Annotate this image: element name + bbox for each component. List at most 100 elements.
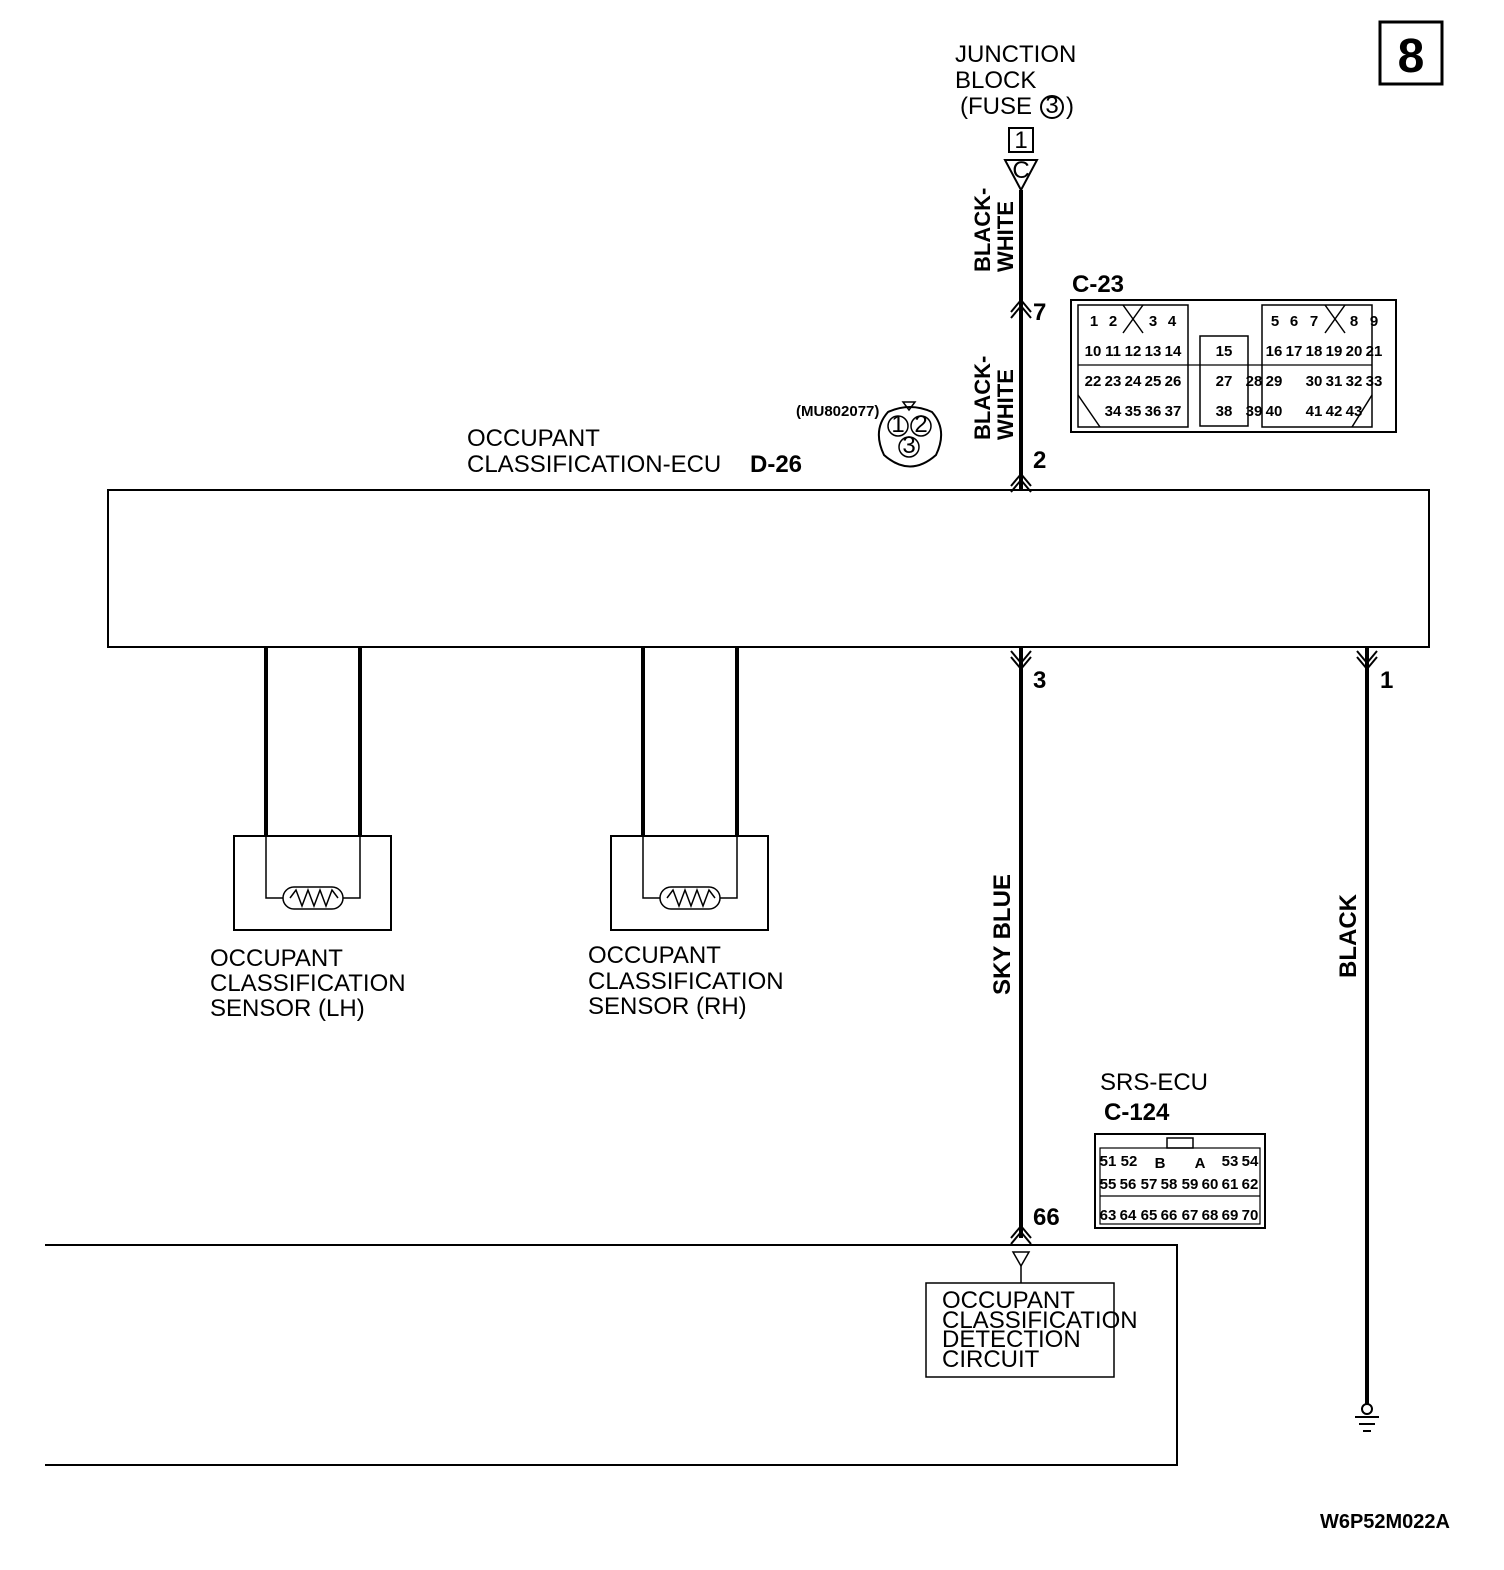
sensor-lh-label-2: CLASSIFICATION [210,970,406,997]
page-number: 8 [1398,30,1425,83]
c23-cavity: 35 [1125,403,1142,420]
srs-cavity: 56 [1120,1176,1137,1193]
srs-ecu-connector: SRS-ECU C-124 51 52 B A 53 54 55 56 57 5… [1094,1069,1266,1229]
c23-cavity: 26 [1165,373,1182,390]
c23-cavity: 22 [1085,373,1102,390]
srs-cavity: 63 [1100,1207,1117,1224]
ecu-connector: D-26 [750,451,802,478]
c23-cavity: 29 [1266,373,1283,390]
c23-cavity: 43 [1346,403,1363,420]
sensor-rh-label-2: CLASSIFICATION [588,968,784,995]
c23-cavity: 20 [1346,343,1363,360]
c23-cavity: 1 [1090,313,1098,330]
srs-cavity: 65 [1141,1207,1158,1224]
c23-cavity: 23 [1105,373,1122,390]
detection-circuit: OCCUPANT CLASSIFICATION DETECTION CIRCUI… [925,1251,1138,1378]
c23-cavity: 30 [1306,373,1323,390]
sensor-rh-label-1: OCCUPANT [588,942,721,969]
junction-block-label-1: JUNCTION [955,41,1076,68]
srs-cavity: 64 [1120,1207,1137,1224]
c23-label: C-23 [1072,271,1124,298]
c23-cavity: 8 [1350,313,1358,330]
c23-cavity: 2 [1109,313,1117,330]
srs-ecu-connector-label: C-124 [1104,1099,1170,1126]
c23-cavity: 14 [1165,343,1182,360]
srs-cavity: 58 [1161,1176,1178,1193]
srs-cavity: B [1155,1155,1166,1172]
c23-cavity: 28 [1246,373,1263,390]
ecu-box [107,489,1430,648]
pin-1: 1 [1380,667,1393,694]
srs-cavity: 61 [1222,1176,1239,1193]
c23-cavity: 3 [1149,313,1157,330]
c23-cavity: 12 [1125,343,1142,360]
c23-cavity: 7 [1310,313,1318,330]
srs-cavity: 67 [1182,1207,1199,1224]
srs-cavity: 70 [1242,1207,1259,1224]
junction-block: JUNCTION BLOCK (FUSE 3 ) 1 C [955,41,1076,193]
ground-icon [1361,1403,1373,1415]
ecu-mini-connector: 1 2 3 [877,401,943,468]
srs-cavity: 60 [1202,1176,1219,1193]
sensor-rh-label-3: SENSOR (RH) [588,993,747,1020]
c23-cavity: 39 [1246,403,1263,420]
detection-label-2: CLASSIFICATION [942,1307,1138,1334]
mini-pin: 2 [914,411,927,438]
srs-ecu-label: SRS-ECU [1100,1069,1208,1096]
c23-cavity: 16 [1266,343,1283,360]
ecu-part-number: (MU802077) [796,403,879,420]
pin-3: 3 [1033,667,1046,694]
c23-cavity: 17 [1286,343,1303,360]
pin-66: 66 [1033,1204,1060,1231]
wire-color-lower-1: BLACK- [970,356,995,440]
c23-cavity: 11 [1105,343,1121,360]
wire-color-sky-blue: SKY BLUE [989,874,1016,995]
black-ground-wire: 1 BLACK [1335,647,1393,1432]
c23-cavity: 27 [1216,373,1233,390]
pin-2: 2 [1033,447,1046,474]
c23-cavity: 6 [1290,313,1298,330]
page-number-box: 8 [1378,20,1444,86]
c23-cavity: 32 [1346,373,1363,390]
c23-cavity: 38 [1216,403,1233,420]
srs-cavity: 68 [1202,1207,1219,1224]
connector-letter: C [1012,157,1029,184]
c23-cavity: 13 [1145,343,1162,360]
c23-cavity: 15 [1216,343,1233,360]
srs-cavity: 51 [1100,1153,1117,1170]
c23-cavity: 36 [1145,403,1162,420]
c23-cavity: 33 [1366,373,1383,390]
c23-cavity: 37 [1165,403,1182,420]
fuse-prefix: (FUSE [960,93,1032,120]
c23-cavity: 41 [1306,403,1323,420]
srs-cavity: 62 [1242,1176,1259,1193]
srs-cavity: 69 [1222,1207,1239,1224]
mini-pin: 1 [891,411,904,438]
c23-cavity: 25 [1145,373,1162,390]
srs-ecu-box [45,1244,1178,1466]
wire-color-lower-2: WHITE [993,369,1018,440]
connector-triangle [1003,159,1039,193]
junction-terminal-box [1008,127,1034,153]
c23-cavities: 1 2 3 4 5 6 7 8 9 10 11 12 13 14 15 16 1… [1085,313,1383,420]
detection-label-1: OCCUPANT [942,1287,1075,1314]
sensor-lh-label-1: OCCUPANT [210,945,343,972]
detection-label-3: DETECTION [942,1326,1081,1353]
ecu-label-1: OCCUPANT [467,425,600,452]
wire-color-upper-1: BLACK- [970,188,995,272]
c23-cavity: 9 [1370,313,1378,330]
fuse-number: 3 [1045,92,1058,119]
c23-cavity: 4 [1168,313,1177,330]
fuse-number-circle [1040,95,1064,119]
sensor-lh: OCCUPANT CLASSIFICATION SENSOR (LH) [210,647,406,1022]
junction-terminal: 1 [1014,127,1027,154]
srs-cavity: 66 [1161,1207,1178,1224]
c23-cavity: 34 [1105,403,1122,420]
sensor-lh-label-3: SENSOR (LH) [210,995,365,1022]
c23-cavity: 42 [1326,403,1343,420]
srs-cavity: 53 [1222,1153,1239,1170]
sky-blue-wire: 3 SKY BLUE 66 [989,647,1060,1245]
c23-cavity: 10 [1085,343,1102,360]
detection-label-4: CIRCUIT [942,1346,1040,1373]
